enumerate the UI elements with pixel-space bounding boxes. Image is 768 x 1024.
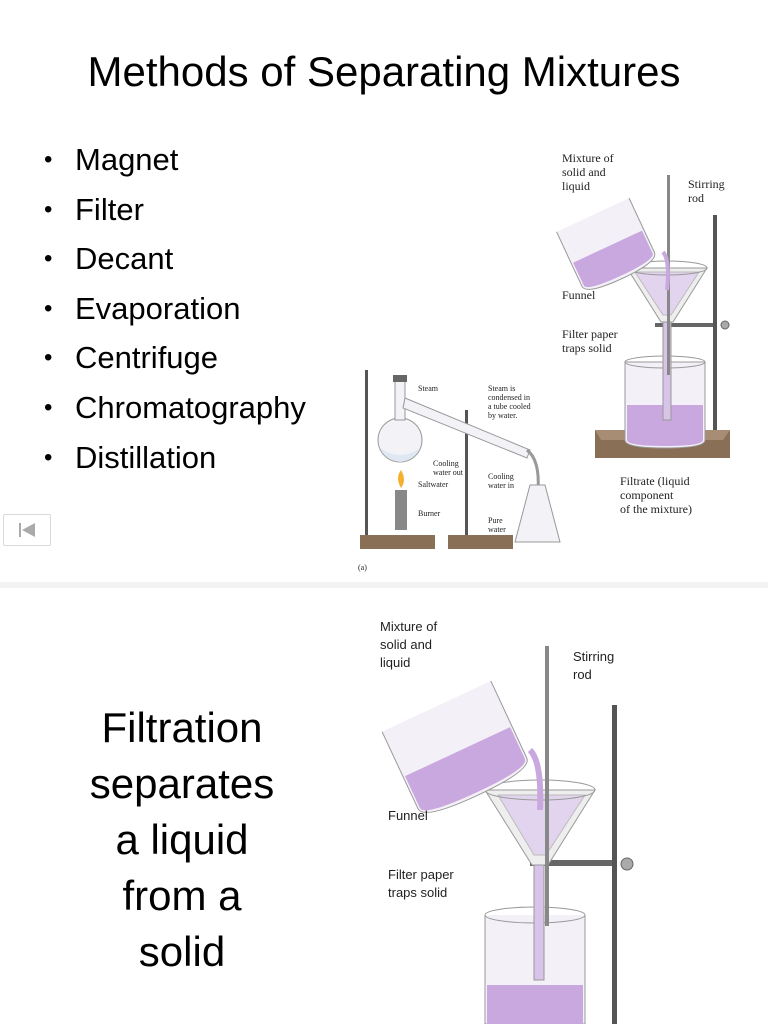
list-item: Centrifuge: [44, 336, 306, 386]
label-burner: Burner: [418, 509, 441, 518]
list-item: Filter: [44, 188, 306, 238]
label-mixture-large: Mixture of solid and liquid: [380, 619, 438, 670]
list-item: Distillation: [44, 436, 306, 486]
distillation-diagram: [360, 370, 561, 549]
list-item: Chromatography: [44, 386, 306, 436]
list-item: Magnet: [44, 138, 306, 188]
label-panel-a: (a): [358, 563, 367, 572]
slide-heading: Filtration separates a liquid from a sol…: [89, 704, 275, 975]
label-filtrate: Filtrate (liquid component of the mixtur…: [620, 474, 692, 516]
list-item: Evaporation: [44, 287, 306, 337]
label-steam-condensed: Steam is condensed in a tube cooled by w…: [488, 384, 531, 420]
label-stirring-rod: Stirring rod: [688, 177, 725, 205]
label-stirring-rod-large: Stirring rod: [573, 649, 615, 682]
filtration-diagram-large: [381, 646, 634, 1024]
slide-2: Filtration separates a liquid from a sol…: [0, 590, 768, 1024]
methods-list: Magnet Filter Decant Evaporation Centrif…: [44, 138, 306, 485]
label-filter-paper-large: Filter paper traps solid: [388, 867, 454, 900]
label-cooling-in: Cooling water in: [488, 472, 514, 490]
slide-divider: [0, 582, 768, 588]
label-filter-paper: Filter paper traps solid: [562, 327, 618, 355]
label-funnel: Funnel: [562, 288, 596, 302]
label-funnel-large: Funnel: [388, 808, 428, 823]
label-cooling-out: Cooling water out: [433, 459, 463, 477]
label-steam: Steam: [418, 384, 438, 393]
previous-slide-button[interactable]: [3, 514, 51, 546]
slide-title: Methods of Separating Mixtures: [87, 48, 681, 95]
label-mixture: Mixture of solid and liquid: [562, 151, 614, 193]
list-item: Decant: [44, 237, 306, 287]
slide-1: Methods of Separating Mixtures Magnet Fi…: [0, 0, 768, 580]
label-pure-water: Pure water: [488, 516, 506, 534]
filtration-diagram: [556, 175, 730, 458]
skip-back-icon: [19, 523, 35, 537]
label-saltwater: Saltwater: [418, 480, 449, 489]
